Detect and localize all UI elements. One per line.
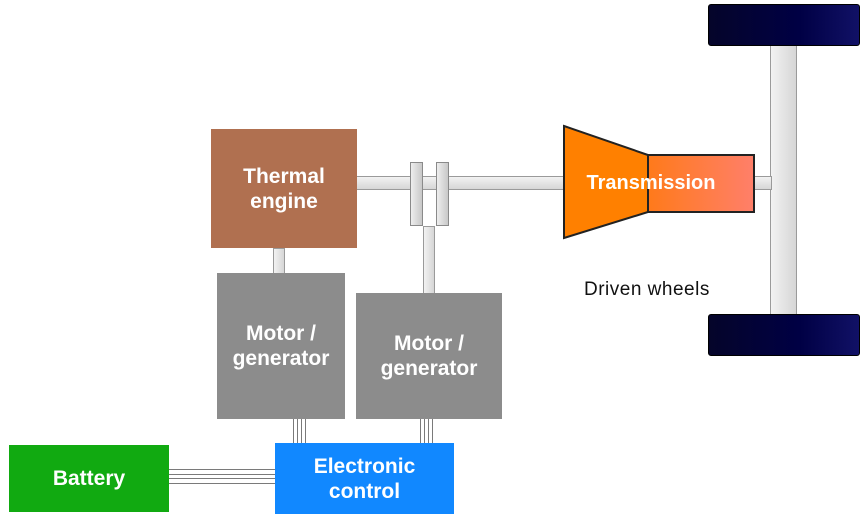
motor1-to-control-wire-a [293, 418, 298, 444]
transmission-label: Transmission [586, 171, 716, 194]
motor-generator-1-block: Motor / generator [217, 273, 345, 419]
clutch-plate-left [410, 162, 423, 226]
driven-wheels-label: Driven wheels [584, 279, 710, 300]
battery-block: Battery [9, 445, 169, 512]
battery-to-control-wire-b [168, 478, 276, 484]
motor2-to-control-wire-b [428, 418, 433, 444]
motor-generator-2-block: Motor / generator [356, 293, 502, 419]
motor-generator-1-label: Motor / generator [232, 322, 330, 370]
clutch-plate-right [436, 162, 449, 226]
thermal-engine-block: Thermal engine [211, 129, 357, 248]
battery-label: Battery [52, 467, 126, 490]
engine-to-motor1-shaft [273, 248, 285, 274]
engine-output-shaft [356, 176, 566, 190]
motor1-to-control-wire-b [301, 418, 306, 444]
axle-shaft [770, 40, 797, 322]
clutch-to-motor2-shaft [423, 226, 435, 294]
thermal-engine-label: Thermal engine [243, 164, 325, 213]
electronic-control-label: Electronic control [313, 454, 416, 503]
transmission-body [647, 154, 755, 213]
battery-to-control-wire-a [168, 469, 276, 475]
transmission-text-area: Transmission [566, 168, 736, 198]
electronic-control-block: Electronic control [275, 443, 454, 514]
motor-generator-2-label: Motor / generator [380, 332, 478, 380]
bottom-wheel [708, 314, 860, 356]
transmission-shape [563, 124, 755, 240]
top-wheel [708, 4, 860, 46]
motor2-to-control-wire-a [420, 418, 425, 444]
